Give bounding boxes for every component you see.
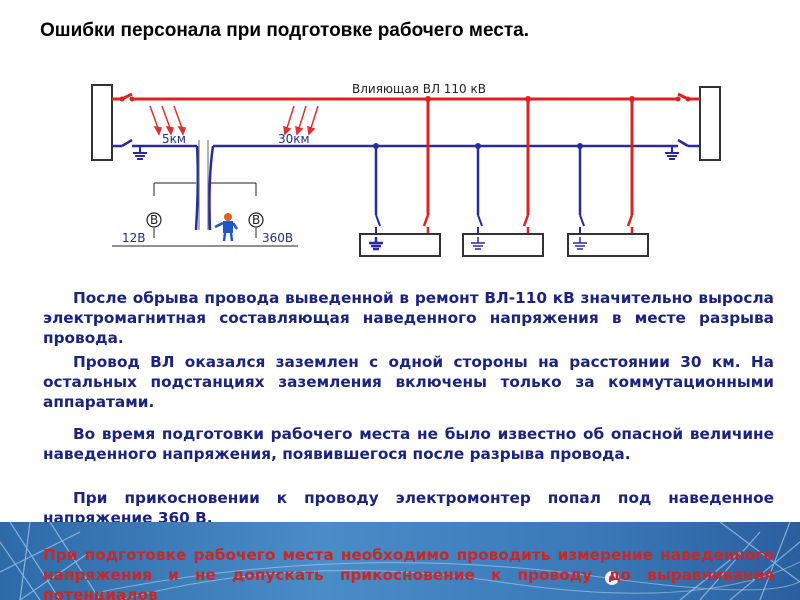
left-substation xyxy=(91,84,113,161)
paragraph-unknown-voltage: Во время подготовки рабочего места не бы… xyxy=(43,425,774,463)
voltmeter-circuit xyxy=(112,182,298,247)
voltmeter-right-symbol: В xyxy=(252,213,260,227)
ground-substation-2 xyxy=(471,237,485,250)
substation-box-3 xyxy=(567,233,649,257)
disconnectors-red xyxy=(422,214,634,234)
voltage-360v-label: 360В xyxy=(262,231,293,245)
drops-red xyxy=(426,99,634,215)
influencing-line-label: Влияющая ВЛ 110 кВ xyxy=(352,82,486,96)
distance-5km-label: 5км xyxy=(162,132,186,146)
drops-blue xyxy=(374,146,582,215)
footer-banner: При подготовке рабочего места необходимо… xyxy=(0,522,800,600)
repaired-line xyxy=(112,138,700,148)
paragraph-wire-break: После обрыва провода выведенной в ремонт… xyxy=(43,289,774,347)
voltmeter-left-symbol: В xyxy=(150,213,158,227)
conclusion-text: При подготовке рабочего места необходимо… xyxy=(43,546,774,600)
induced-voltage-diagram: Влияющая ВЛ 110 кВ 5км 30км xyxy=(91,82,721,257)
induction-arrows-right xyxy=(283,105,319,136)
footer-logo-icon xyxy=(605,571,619,585)
slide-title: Ошибки персонала при подготовке рабочего… xyxy=(40,20,529,41)
worker-icon xyxy=(214,213,239,242)
paragraph-grounding: Провод ВЛ оказался заземлен с одной стор… xyxy=(43,353,774,411)
ground-substation-3 xyxy=(573,237,587,250)
induction-arrows-left xyxy=(149,105,186,136)
substation-box-2 xyxy=(462,233,544,257)
substation-box-1 xyxy=(359,233,441,257)
right-substation xyxy=(699,86,721,161)
ground-left xyxy=(133,146,147,160)
ground-substation-1 xyxy=(369,237,383,251)
ground-right xyxy=(665,146,679,160)
footer-decoration xyxy=(0,522,800,600)
broken-wire xyxy=(194,145,215,231)
voltage-12v-label: 12В xyxy=(122,231,146,245)
distance-30km-label: 30км xyxy=(278,132,310,146)
voltmeter-right xyxy=(248,212,264,228)
voltmeter-left xyxy=(146,212,162,228)
